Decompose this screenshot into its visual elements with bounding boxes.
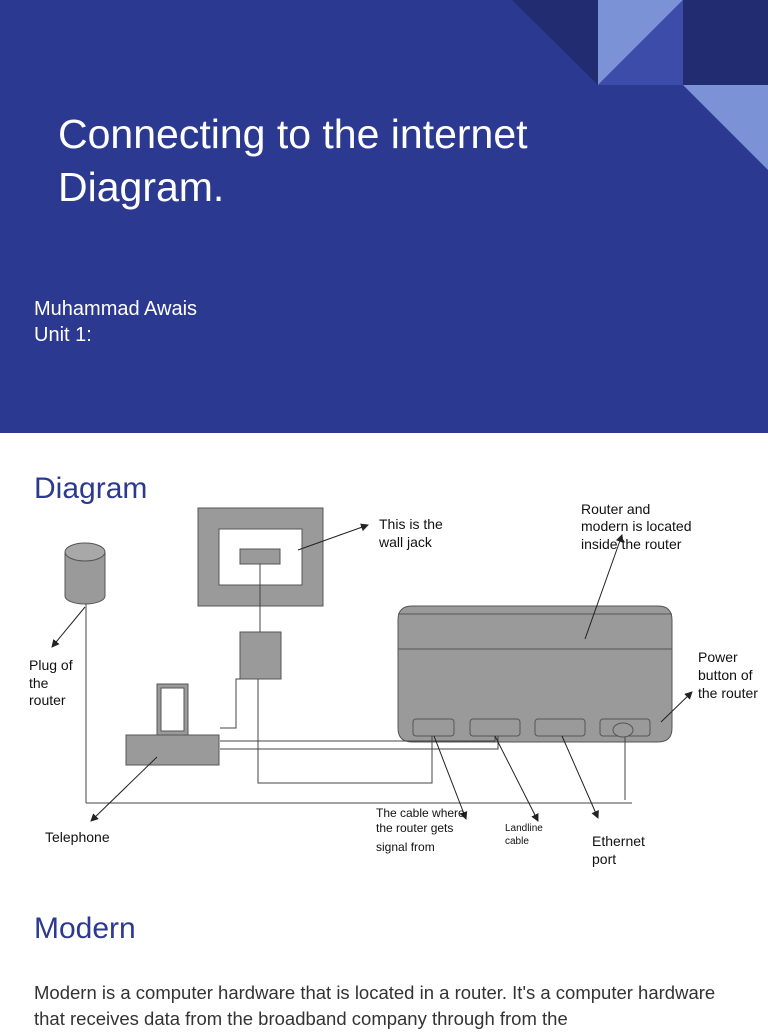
landline-label-1: Landline (505, 823, 543, 834)
wall-jack-label-1: This is the (379, 516, 443, 532)
power-label-3: the router (698, 685, 758, 701)
power-label-2: button of (698, 667, 753, 683)
router-label-2: modern is located (581, 518, 692, 534)
cable-label-2: the router gets (376, 821, 453, 835)
ethernet-label-1: Ethernet (592, 833, 645, 849)
diagram-heading: Diagram (34, 472, 148, 505)
title-line-2: Diagram. (58, 164, 225, 210)
power-button-icon (612, 722, 634, 738)
power-label-1: Power (698, 649, 738, 665)
telephone-icon (125, 683, 220, 766)
corner-decoration (512, 0, 768, 170)
slide-title: Connecting to the internet Diagram. (58, 108, 618, 214)
landline-label-2: cable (505, 836, 529, 847)
router-icon (397, 605, 673, 743)
ethernet-label-2: port (592, 851, 616, 867)
router-label-3: inside the router (581, 536, 682, 552)
wall-jack-label-2: wall jack (378, 534, 433, 550)
plug-label-1: Plug of (29, 657, 73, 673)
plug-label-3: router (29, 692, 66, 708)
signal-port (412, 718, 455, 737)
title-slide: Connecting to the internet Diagram. Muha… (0, 0, 768, 433)
modern-heading: Modern (34, 912, 136, 945)
landline-port (469, 718, 521, 737)
cable-label-3: signal from (376, 840, 435, 854)
network-diagram: This is the wall jack Router and modern … (29, 501, 758, 867)
cable-label-1: The cable where (376, 806, 465, 820)
title-line-1: Connecting to the internet (58, 111, 528, 157)
slide-subtitle: Muhammad Awais Unit 1: (34, 296, 197, 348)
router-label-1: Router and (581, 501, 650, 517)
unit-label: Unit 1: (34, 324, 92, 346)
cables (85, 564, 632, 804)
modern-body-text: Modern is a computer hardware that is lo… (34, 982, 716, 1029)
author-name: Muhammad Awais (34, 298, 198, 320)
ethernet-port (534, 718, 586, 737)
splitter-box (239, 631, 282, 680)
plug-icon (64, 542, 106, 605)
plug-label-2: the (29, 675, 49, 691)
wall-jack-icon (197, 507, 324, 607)
annotation-arrows (51, 523, 693, 822)
telephone-label: Telephone (45, 829, 110, 845)
